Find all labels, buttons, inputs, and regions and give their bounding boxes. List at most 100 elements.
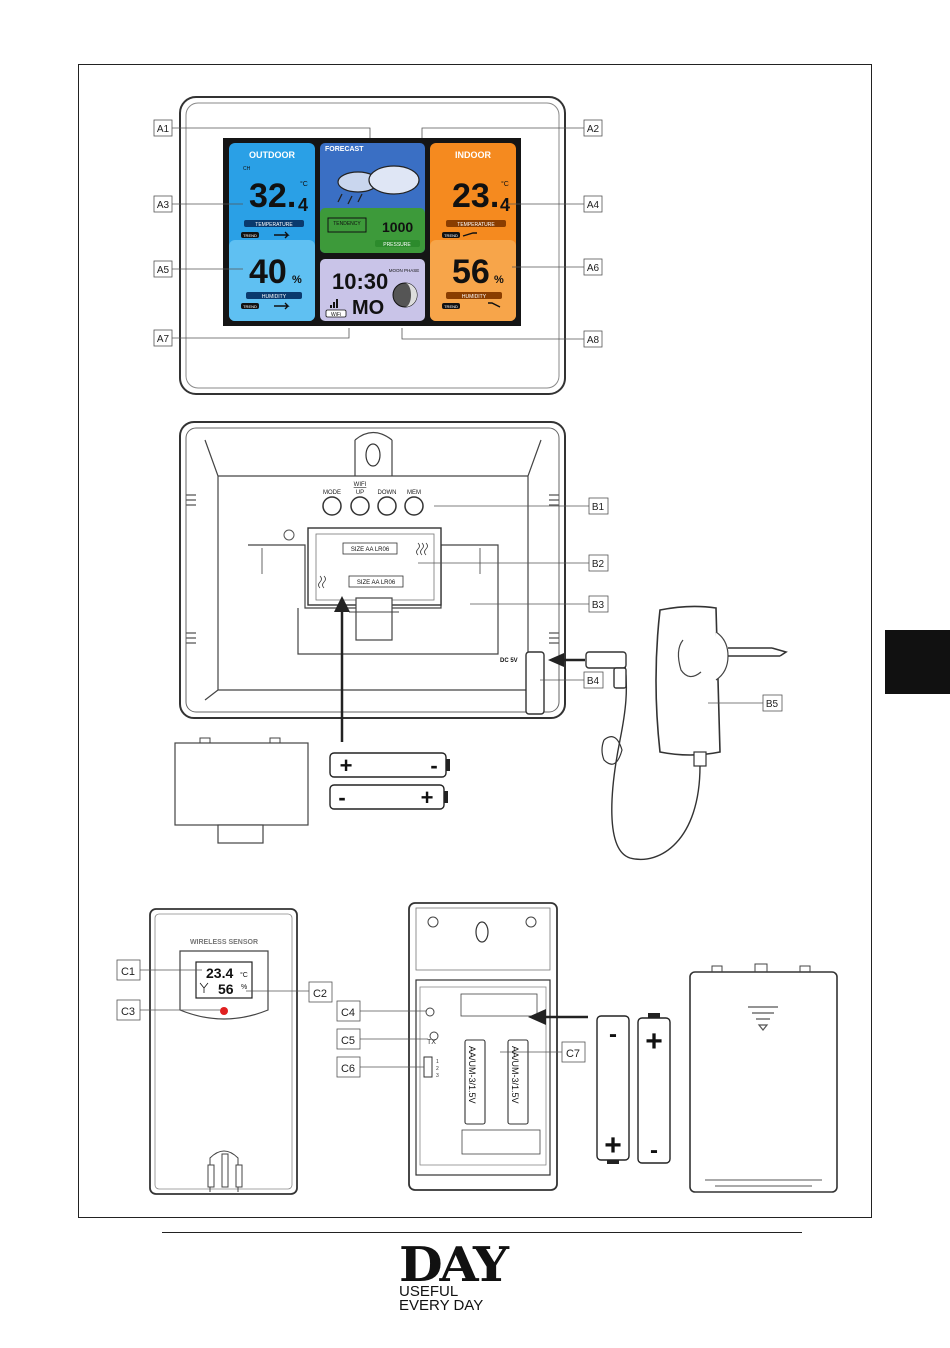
moon-phase-label: MOON PHASE <box>389 268 420 273</box>
adapter-cable <box>611 664 701 860</box>
tx-led <box>220 1007 228 1015</box>
sensor-front: WIRELESS SENSOR 23.4 °C 56 % <box>149 908 298 1195</box>
indoor-temperature-unit: °C <box>501 180 509 188</box>
sensor-battery-cover <box>689 963 838 1193</box>
logo-line-2: EVERY DAY <box>399 1297 484 1314</box>
antenna-icon <box>199 982 209 993</box>
outdoor-humidity-label: HUMIDITY <box>262 294 287 300</box>
switch-position-2: 2 <box>436 1066 439 1072</box>
label-a4: A4 <box>587 200 600 211</box>
spring-icon <box>416 542 428 556</box>
switch-position-3: 3 <box>436 1073 439 1079</box>
wifi-up-button[interactable] <box>350 496 370 516</box>
label-b2: B2 <box>592 559 605 570</box>
sensor-cell-label-1: AA/UM-3/1.5V <box>467 1046 477 1104</box>
battery-minus-sign: - <box>609 1021 617 1048</box>
indoor-temperature-decimal: 4 <box>500 195 510 215</box>
dc-socket-label: DC 5V <box>500 658 518 664</box>
battery-plus-sign: + <box>340 753 353 778</box>
indoor-humidity-unit: % <box>494 274 504 286</box>
logo-mark: DAY <box>399 1237 509 1293</box>
clock-time: 10:30 <box>332 269 388 294</box>
down-button[interactable] <box>377 496 397 516</box>
battery-size-label-2: SIZE AA LR06 <box>357 580 396 586</box>
b-callout-labels: B1 B2 B3 B4 B5 <box>583 497 783 712</box>
battery-minus-sign: - <box>338 785 345 810</box>
a-callout-labels: A1 A2 A3 A4 A5 A6 A7 A8 <box>153 119 603 348</box>
label-a6: A6 <box>587 263 600 274</box>
up-button-label: UP <box>356 490 364 496</box>
battery-aa-2: - + <box>329 784 448 810</box>
indoor-humidity: 56 <box>452 253 490 291</box>
outdoor-title: OUTDOOR <box>249 150 295 160</box>
indoor-humidity-trend-label: TREND <box>444 304 458 309</box>
plug-arrow-icon <box>548 653 585 667</box>
trend-arrow-icon <box>274 231 290 239</box>
outdoor-channel: CH <box>243 166 251 172</box>
indoor-temperature: 23. <box>452 177 499 215</box>
pressure-label: PRESSURE <box>383 242 411 248</box>
mode-button[interactable] <box>322 496 342 516</box>
label-b5: B5 <box>766 699 779 710</box>
indoor-trend-label: TREND <box>444 233 458 238</box>
grip-icon <box>748 1006 778 1031</box>
wifi-badge: WiFi <box>331 312 341 318</box>
outdoor-temperature: 32. <box>249 177 296 215</box>
battery-compartment <box>307 527 442 606</box>
clock-day: MO <box>352 297 384 319</box>
outdoor-trend-label: TREND <box>243 233 257 238</box>
hang-hole-icon <box>475 921 489 943</box>
brand-logo: DAY USEFUL EVERY DAY <box>399 1241 509 1314</box>
battery-plus-sign: + <box>604 1129 622 1162</box>
reset-button[interactable] <box>425 1007 435 1017</box>
diagram-frame <box>78 64 872 1218</box>
trend-rising-icon <box>462 232 477 237</box>
power-adapter <box>655 605 788 767</box>
trend-falling-icon <box>488 302 501 308</box>
side-grip-left <box>186 494 196 644</box>
mode-button-label: MODE <box>323 490 341 496</box>
reset-hole-icon <box>283 529 295 541</box>
sensor-title: WIRELESS SENSOR <box>190 939 258 946</box>
sensor-insert-arrow-icon <box>528 1009 588 1025</box>
back-view: MODE WIFI UP DOWN MEM SIZE AA LR06 SIZE … <box>179 421 566 719</box>
c-callout-labels: C1 C2 C3 C4 C5 C6 C7 <box>116 959 586 1078</box>
battery-minus-sign: - <box>430 753 437 778</box>
sensor-humidity: 56 <box>218 981 234 997</box>
sensor-temperature: 23.4 <box>206 965 233 981</box>
label-b1: B1 <box>592 502 605 513</box>
outdoor-temperature-decimal: 4 <box>298 195 308 215</box>
tx-button[interactable] <box>429 1031 439 1041</box>
mem-button[interactable] <box>404 496 424 516</box>
outdoor-humidity-panel <box>229 240 315 321</box>
rain-cloud-icon <box>337 165 420 205</box>
side-grip-right <box>549 494 559 644</box>
hang-hole-icon <box>365 443 381 467</box>
indoor-title: INDOOR <box>455 150 492 160</box>
spring-icon <box>318 575 326 589</box>
switch-position-1: 1 <box>436 1059 439 1065</box>
label-a7: A7 <box>157 334 170 345</box>
plug-pins-icon <box>728 647 788 657</box>
outdoor-temperature-label: TEMPERATURE <box>255 222 293 228</box>
battery-plus-sign: + <box>645 1025 663 1058</box>
label-b3: B3 <box>592 600 605 611</box>
sensor-battery-1: - + <box>596 1015 630 1164</box>
dc-plug <box>585 651 627 689</box>
battery-cover-latch <box>355 597 393 641</box>
label-c6: C6 <box>341 1063 355 1075</box>
b-callout-lines <box>418 505 763 704</box>
label-a1: A1 <box>157 124 170 135</box>
label-c5: C5 <box>341 1035 355 1047</box>
label-a3: A3 <box>157 200 170 211</box>
dc-socket <box>525 651 545 715</box>
indoor-humidity-label: HUMIDITY <box>462 294 487 300</box>
trend-arrow-icon <box>274 302 290 310</box>
mem-button-label: MEM <box>407 490 421 496</box>
signal-icon <box>330 299 338 308</box>
channel-switch[interactable] <box>423 1056 433 1078</box>
label-a5: A5 <box>157 265 170 276</box>
outdoor-humidity-unit: % <box>292 274 302 286</box>
outdoor-humidity: 40 <box>249 253 287 291</box>
sensor-battery-2: + - <box>637 1013 671 1164</box>
